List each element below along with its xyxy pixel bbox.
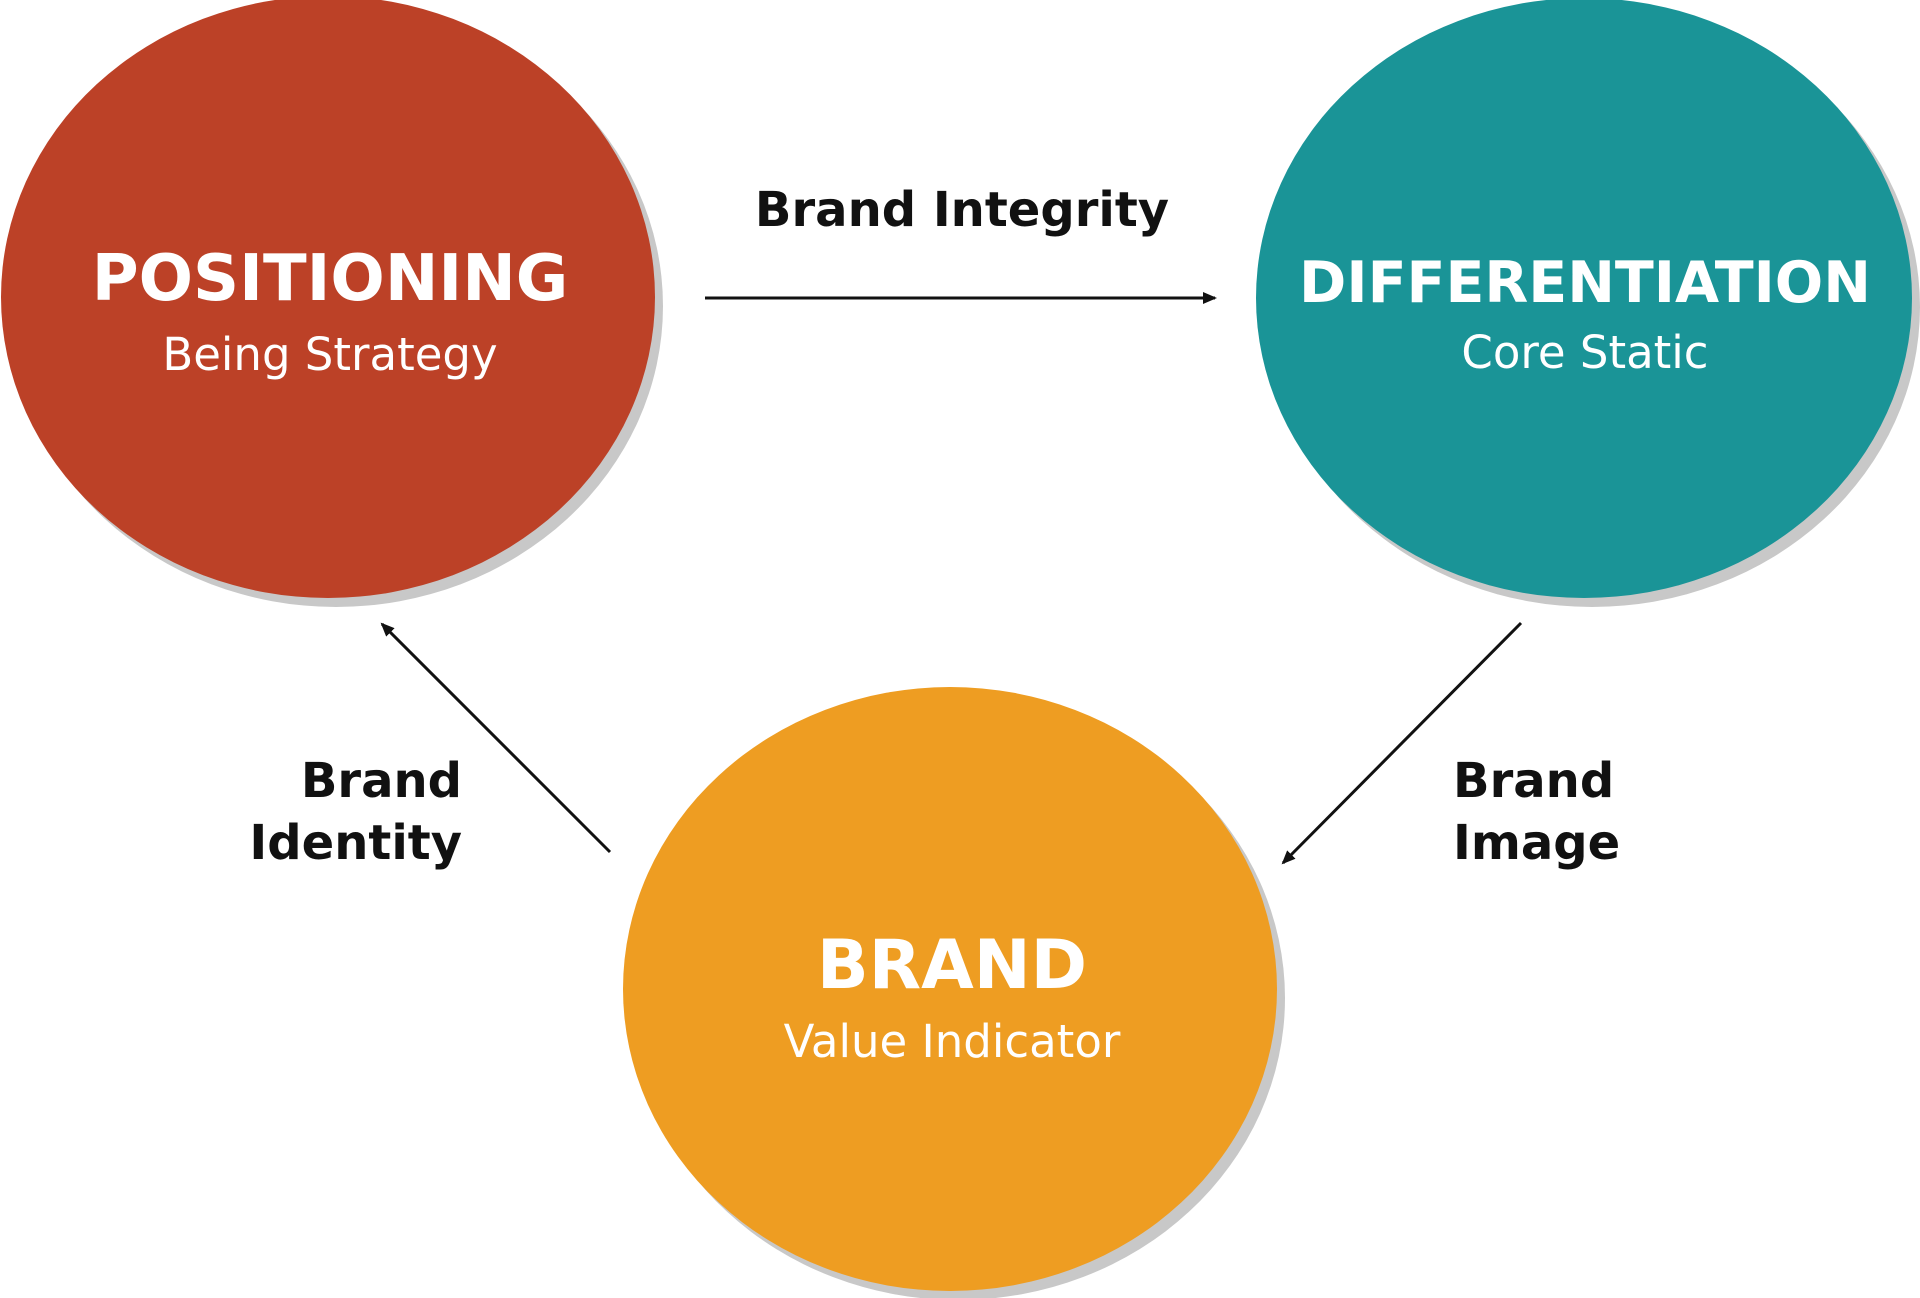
node-differentiation-subtitle: Core Static <box>1461 326 1708 379</box>
node-brand-title: BRAND <box>817 926 1087 1005</box>
edge-brand-identity-label-line2: Identity <box>249 815 462 871</box>
edge-brand-image-label-line1: Brand <box>1453 753 1614 809</box>
node-positioning-circle <box>1 0 655 598</box>
node-brand: BRAND Value Indicator <box>623 687 1285 1298</box>
edge-brand-identity-label-line1: Brand <box>301 753 462 809</box>
node-differentiation-title: DIFFERENTIATION <box>1299 250 1871 316</box>
node-positioning: POSITIONING Being Strategy <box>1 0 663 607</box>
edge-brand-identity-arrow <box>380 622 612 854</box>
node-brand-subtitle: Value Indicator <box>784 1015 1121 1068</box>
edge-brand-integrity: Brand Integrity <box>705 182 1217 304</box>
node-differentiation-circle <box>1256 0 1912 598</box>
node-brand-circle <box>623 687 1277 1291</box>
node-positioning-title: POSITIONING <box>92 242 569 316</box>
node-differentiation: DIFFERENTIATION Core Static <box>1256 0 1920 607</box>
node-positioning-subtitle: Being Strategy <box>162 328 497 381</box>
edge-brand-image-label-line2: Image <box>1453 815 1620 871</box>
edge-brand-image: Brand Image <box>1281 621 1620 871</box>
edge-brand-identity: Brand Identity <box>249 622 612 871</box>
edge-brand-image-arrow <box>1281 621 1523 865</box>
edge-brand-integrity-label: Brand Integrity <box>755 182 1169 238</box>
